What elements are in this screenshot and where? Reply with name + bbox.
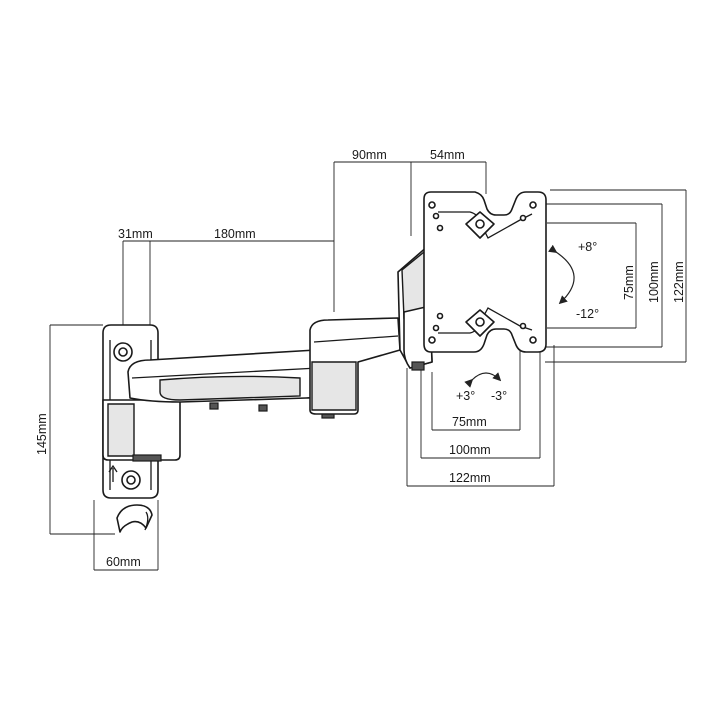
label-60mm: 60mm [106, 555, 141, 569]
angle-arrows [464, 244, 575, 388]
vesa-plate [423, 191, 547, 353]
dimension-lines [49, 161, 687, 571]
label-vesa-h-100: 100mm [449, 443, 491, 457]
long-arm [127, 349, 335, 419]
label-rotate-plus: +3° [456, 389, 475, 403]
label-vesa-h-75: 75mm [452, 415, 487, 429]
label-31mm: 31mm [118, 227, 153, 241]
label-vesa-v-100: 100mm [647, 261, 661, 303]
label-54mm: 54mm [430, 148, 465, 162]
angle-labels: +8° -12° +3° -3° [456, 240, 599, 403]
label-vesa-v-75: 75mm [622, 265, 636, 300]
label-rotate-minus: -3° [491, 389, 507, 403]
dimension-labels: 31mm 180mm 90mm 54mm 145mm 60mm 75mm 100… [35, 148, 686, 569]
label-tilt-up: +8° [578, 240, 597, 254]
label-vesa-h-122: 122mm [449, 471, 491, 485]
elbow-joint [309, 317, 401, 415]
label-vesa-v-122: 122mm [672, 261, 686, 303]
label-145mm: 145mm [35, 413, 49, 455]
label-tilt-down: -12° [576, 307, 599, 321]
label-90mm: 90mm [352, 148, 387, 162]
label-180mm: 180mm [214, 227, 256, 241]
wall-pivot [102, 399, 181, 462]
